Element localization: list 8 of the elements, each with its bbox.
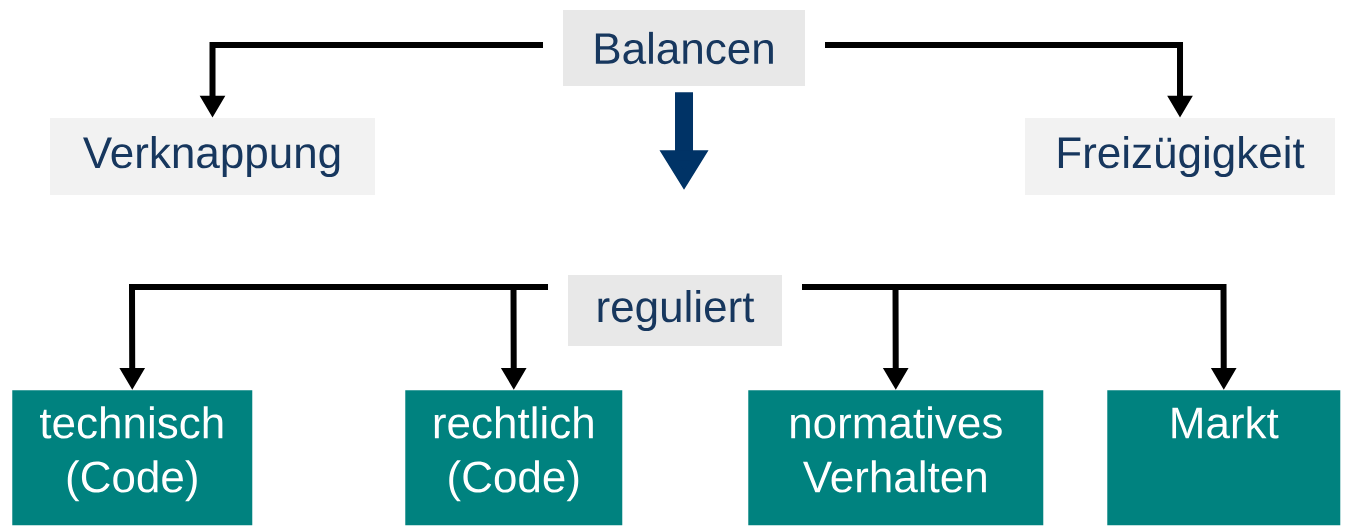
category-box: normatives Verhalten bbox=[748, 390, 1044, 526]
label-box: Balancen bbox=[563, 10, 805, 86]
label-box: Freizügigkeit bbox=[1025, 118, 1335, 195]
category-box: rechtlich (Code) bbox=[405, 390, 623, 526]
label-box: reguliert bbox=[568, 275, 782, 346]
label-box: Verknappung bbox=[50, 118, 375, 195]
category-box: Markt bbox=[1107, 390, 1341, 526]
category-box: technisch (Code) bbox=[12, 390, 253, 526]
